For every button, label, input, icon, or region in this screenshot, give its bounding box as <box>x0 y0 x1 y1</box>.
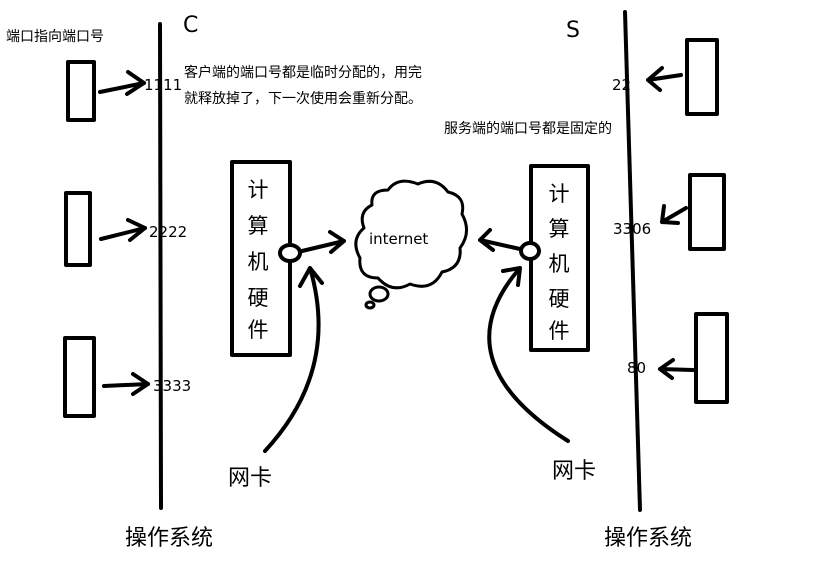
client-note-line2: 就释放掉了，下一次使用会重新分配。 <box>184 91 422 107</box>
client-port-2: 2222 <box>149 223 188 241</box>
server-arrow-2 <box>660 204 688 225</box>
client-app-box-3 <box>63 336 96 418</box>
client-arrow-2 <box>99 218 147 242</box>
server-os-line <box>623 10 642 512</box>
client-app-box-1 <box>66 60 96 122</box>
client-nic-pointer <box>263 266 324 453</box>
server-nic-port <box>519 241 541 261</box>
server-hardware-char-2: 算 <box>548 217 570 241</box>
client-nic-port <box>278 243 302 263</box>
client-to-internet-arrow <box>300 230 346 254</box>
server-arrow-3 <box>658 358 695 380</box>
server-note: 服务端的端口号都是固定的 <box>444 121 612 137</box>
client-hardware-char-3: 机 <box>247 250 269 274</box>
server-port-3: 80 <box>627 359 647 377</box>
server-app-box-3 <box>694 312 729 404</box>
cloud-bubble-large <box>368 285 390 303</box>
client-hardware-char-5: 件 <box>247 318 269 342</box>
cloud-bubble-small <box>364 300 376 310</box>
client-caption: 端口指向端口号 <box>6 29 104 45</box>
server-hardware-char-5: 件 <box>548 319 570 343</box>
internet-label: internet <box>369 230 429 248</box>
client-hardware-char-4: 硬 <box>247 286 269 310</box>
server-hardware-char-1: 计 <box>548 182 570 206</box>
server-port-1: 22 <box>612 76 632 94</box>
internet-cloud <box>354 179 468 290</box>
client-arrow-1 <box>98 70 146 96</box>
client-arrow-3 <box>102 372 150 396</box>
server-port-2: 3306 <box>613 220 652 238</box>
client-nic-label: 网卡 <box>228 466 273 491</box>
client-os-line <box>158 22 163 510</box>
server-hardware-char-3: 机 <box>548 252 570 276</box>
server-letter: S <box>566 18 580 43</box>
server-app-box-1 <box>685 38 719 116</box>
server-os-label: 操作系统 <box>604 526 693 551</box>
client-hardware-char-1: 计 <box>247 178 269 202</box>
client-app-box-2 <box>64 191 92 267</box>
server-arrow-1 <box>646 66 683 92</box>
server-to-internet-arrow <box>478 228 522 252</box>
server-app-box-2 <box>688 173 726 251</box>
client-port-1: 1111 <box>144 76 183 94</box>
client-os-label: 操作系统 <box>125 526 214 551</box>
client-note-line1: 客户端的端口号都是临时分配的，用完 <box>184 65 422 81</box>
client-letter: C <box>183 13 199 38</box>
server-hardware-char-4: 硬 <box>548 287 570 311</box>
client-port-3: 3333 <box>153 377 192 395</box>
client-hardware-char-2: 算 <box>247 214 269 238</box>
server-nic-label: 网卡 <box>552 459 597 484</box>
server-nic-pointer <box>487 266 570 443</box>
